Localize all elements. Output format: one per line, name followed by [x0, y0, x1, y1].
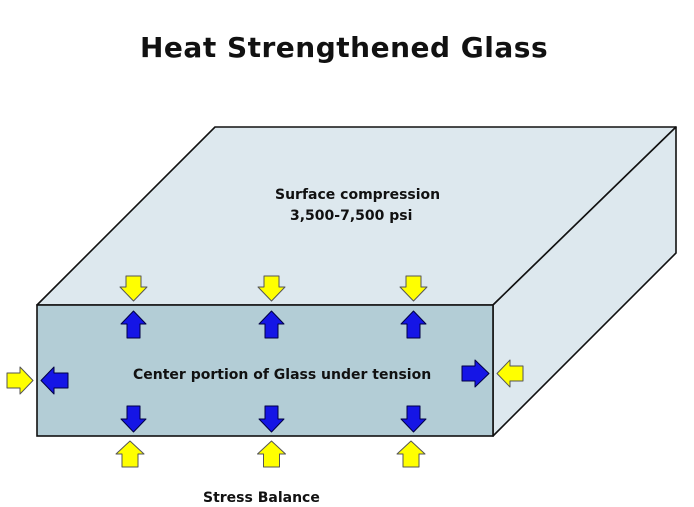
compression-arrow-up-icon	[115, 440, 145, 468]
surface-compression-value: 3,500-7,500 psi	[290, 208, 412, 224]
tension-arrow-down-icon	[258, 405, 285, 433]
stress-balance-label: Stress Balance	[203, 490, 320, 506]
compression-arrow-down-icon	[119, 275, 148, 302]
page-title: Heat Strengthened Glass	[140, 31, 548, 64]
compression-arrow-down-icon	[399, 275, 428, 302]
compression-arrow-left-icon	[496, 359, 524, 388]
compression-arrow-down-icon	[257, 275, 286, 302]
tension-arrow-up-icon	[120, 310, 147, 339]
tension-arrow-down-icon	[400, 405, 427, 433]
tension-arrow-right-icon	[461, 359, 490, 388]
compression-arrow-up-icon	[257, 440, 286, 468]
tension-arrow-up-icon	[258, 310, 285, 339]
tension-arrow-up-icon	[400, 310, 427, 339]
tension-arrow-down-icon	[120, 405, 147, 433]
compression-arrow-up-icon	[396, 440, 426, 468]
compression-arrow-right-icon	[6, 366, 34, 395]
tension-arrow-left-icon	[40, 366, 69, 395]
surface-compression-label: Surface compression	[275, 187, 440, 203]
center-tension-label: Center portion of Glass under tension	[133, 367, 431, 383]
